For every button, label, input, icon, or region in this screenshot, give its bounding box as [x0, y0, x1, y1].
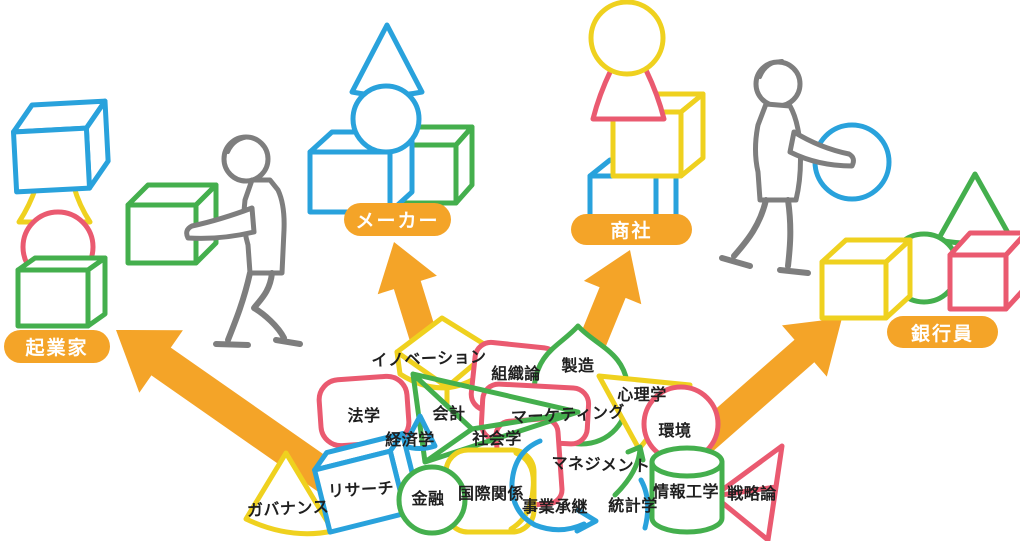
subject-accounting: 会計	[432, 404, 466, 423]
subject-strategy-theory: 戦略論	[727, 484, 777, 503]
arrow-to-entrepreneur-icon	[116, 330, 358, 506]
statistics-block-shape	[638, 477, 651, 531]
succession-block-shape	[509, 438, 599, 534]
subject-research: リサーチ	[327, 478, 395, 501]
person-head	[221, 134, 271, 184]
blue-ball-block	[350, 83, 422, 155]
person-feet	[719, 255, 811, 276]
trading-block-stack	[587, 0, 706, 235]
subject-information-engineering: 情報工学	[652, 482, 720, 501]
entrepreneur-block-stack	[10, 98, 111, 329]
information-engineering-block-shape	[649, 445, 725, 535]
subject-governance: ガバナンス	[246, 496, 330, 521]
label-entrepreneur: 起業家	[4, 330, 110, 363]
person-arm	[184, 205, 257, 241]
person-leg	[785, 197, 794, 269]
label-banker: 銀行員	[887, 316, 998, 348]
subject-economics: 経済学	[385, 430, 435, 449]
banker-block-group	[819, 171, 1020, 321]
subject-block-pile	[243, 315, 785, 541]
person-leg	[731, 197, 769, 259]
innovation-block-shape	[394, 315, 495, 406]
yellow-cube-block	[819, 237, 913, 321]
subject-finance: 金融	[411, 489, 445, 508]
label-trading-company: 商社	[571, 214, 692, 245]
subject-law: 法学	[347, 406, 381, 425]
subject-innovation: イノベーション	[371, 346, 487, 371]
subject-psychology: 心理学	[617, 385, 667, 404]
person-leg	[225, 270, 253, 343]
person-arm	[787, 129, 856, 169]
maker-block-stack	[307, 22, 475, 215]
management-block-shape	[612, 444, 646, 498]
red-trapezoid-block	[590, 67, 667, 122]
strategy-block-shape	[711, 443, 785, 541]
subject-statistics: 統計学	[608, 496, 658, 515]
left-person-figure	[184, 134, 303, 348]
subject-environment: 環境	[658, 421, 692, 440]
person-hair	[226, 135, 252, 154]
red-cube-block	[947, 230, 1020, 312]
label-maker: メーカー	[344, 203, 451, 236]
person-feet	[213, 337, 303, 348]
green-cube-block	[15, 255, 108, 329]
subject-management: マネジメント	[551, 453, 651, 476]
blue-cube-block	[10, 98, 111, 195]
subject-business-succession: 事業承継	[521, 497, 589, 516]
subject-organization-theory: 組織論	[491, 364, 541, 383]
finance-block-shape	[396, 464, 468, 536]
subject-sociology: 社会学	[472, 429, 522, 448]
person-leg	[251, 270, 287, 341]
research-block-shape	[312, 431, 421, 535]
subject-manufacturing: 製造	[561, 356, 595, 375]
right-person-figure	[719, 59, 856, 276]
person-hair	[758, 59, 784, 79]
person-torso	[753, 101, 803, 203]
subject-international-relations: 国際関係	[457, 484, 525, 503]
yellow-ball-block	[588, 0, 666, 77]
